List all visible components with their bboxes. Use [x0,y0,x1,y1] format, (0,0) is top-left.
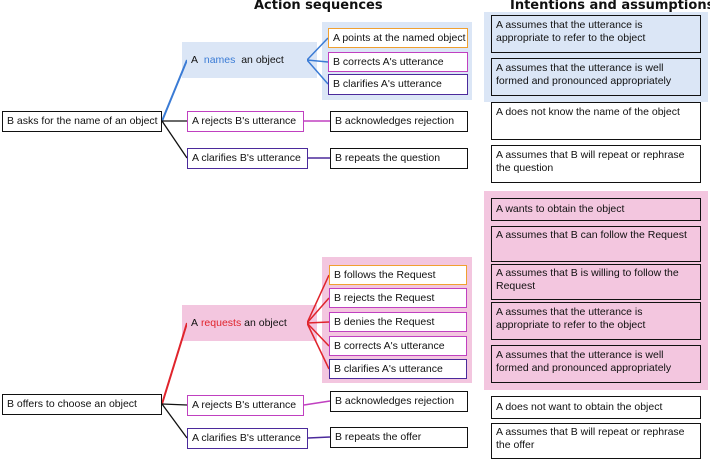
node-a-requests-suffix: an object [244,316,287,329]
assumption-requests-appropriate: A assumes that the utterance is appropri… [491,302,701,340]
node-a-clarifies-2: A clarifies B's utterance [187,428,308,449]
node-a-names-prefix: A [191,53,199,66]
node-b-corrects-2: B corrects A's utterance [329,336,467,356]
root-ask-name: B asks for the name of an object [2,111,162,132]
node-b-clarifies: B clarifies A's utterance [328,74,468,95]
assumption-not-want-object-text: A does not want to obtain the object [496,401,663,413]
node-b-denies-request-label: B denies the Request [334,315,435,328]
assumption-willing-follow-text: A assumes that B is willing to follow th… [496,267,679,292]
assumption-can-follow-text: A assumes that B can follow the Request [496,229,687,241]
node-b-repeats-question-label: B repeats the question [335,152,441,164]
node-points-named-object: A points at the named object [328,28,468,48]
node-b-follows-request: B follows the Request [329,265,467,285]
assumption-names-appropriate: A assumes that the utterance is appropri… [491,15,701,53]
node-a-clarifies-1: A clarifies B's utterance [187,148,308,169]
node-b-repeats-offer: B repeats the offer [330,427,468,448]
node-b-rejects-request-label: B rejects the Request [334,291,435,304]
node-a-requests-keyword: requests [200,316,242,329]
node-b-acknowledges-2-label: B acknowledges rejection [335,395,455,407]
node-a-names: A names an object [187,49,307,71]
node-points-named-object-label: A points at the named object [333,31,466,44]
assumption-wants-object: A wants to obtain the object [491,198,701,221]
root-ask-name-label: B asks for the name of an object [7,115,158,127]
assumption-names-well-formed: A assumes that the utterance is well for… [491,58,701,96]
node-b-acknowledges-2: B acknowledges rejection [330,391,468,412]
node-a-requests: A requests an object [187,312,307,334]
node-b-repeats-question: B repeats the question [330,148,468,169]
assumption-requests-well-formed-text: A assumes that the utterance is well for… [496,349,672,374]
node-b-corrects: B corrects A's utterance [328,52,468,72]
node-b-denies-request: B denies the Request [329,312,467,332]
node-b-acknowledges-1: B acknowledges rejection [330,111,468,132]
assumption-repeat-offer: A assumes that B will repeat or rephrase… [491,423,701,459]
node-b-clarifies-2: B clarifies A's utterance [329,359,467,379]
node-a-rejects-1: A rejects B's utterance [187,111,304,132]
node-b-acknowledges-1-label: B acknowledges rejection [335,115,455,127]
assumption-requests-well-formed: A assumes that the utterance is well for… [491,345,701,383]
assumption-not-want-object: A does not want to obtain the object [491,396,701,419]
node-a-rejects-1-label: A rejects B's utterance [192,115,297,127]
assumption-names-well-formed-text: A assumes that the utterance is well for… [496,62,672,87]
assumption-not-know-name: A does not know the name of the object [491,102,701,140]
assumption-can-follow: A assumes that B can follow the Request [491,226,701,262]
assumption-wants-object-text: A wants to obtain the object [496,203,625,215]
assumption-repeat-question-text: A assumes that B will repeat or rephrase… [496,149,685,174]
root-offer-choose: B offers to choose an object [2,394,162,415]
node-a-clarifies-1-label: A clarifies B's utterance [192,152,301,164]
node-a-names-suffix: an object [241,53,284,66]
assumption-not-know-name-text: A does not know the name of the object [496,106,680,118]
assumption-willing-follow: A assumes that B is willing to follow th… [491,264,701,300]
header-action-sequences: Action sequences [254,0,383,13]
node-a-names-keyword: names [203,53,236,66]
assumption-requests-appropriate-text: A assumes that the utterance is appropri… [496,306,646,331]
header-intentions-assumptions: Intentions and assumptions [510,0,710,13]
assumption-repeat-offer-text: A assumes that B will repeat or rephrase… [496,426,685,451]
node-b-follows-request-label: B follows the Request [334,268,436,281]
node-b-rejects-request: B rejects the Request [329,288,467,308]
node-b-repeats-offer-label: B repeats the offer [335,431,422,443]
node-a-rejects-2: A rejects B's utterance [187,395,304,416]
node-a-clarifies-2-label: A clarifies B's utterance [192,432,301,444]
node-b-clarifies-2-label: B clarifies A's utterance [334,362,443,375]
node-b-corrects-label: B corrects A's utterance [333,55,444,68]
node-b-corrects-2-label: B corrects A's utterance [334,339,445,352]
assumption-repeat-question: A assumes that B will repeat or rephrase… [491,145,701,183]
assumption-names-appropriate-text: A assumes that the utterance is appropri… [496,19,646,44]
node-b-clarifies-label: B clarifies A's utterance [333,78,442,90]
node-a-rejects-2-label: A rejects B's utterance [192,399,297,411]
root-offer-choose-label: B offers to choose an object [7,398,137,410]
node-a-requests-prefix: A [191,316,199,329]
